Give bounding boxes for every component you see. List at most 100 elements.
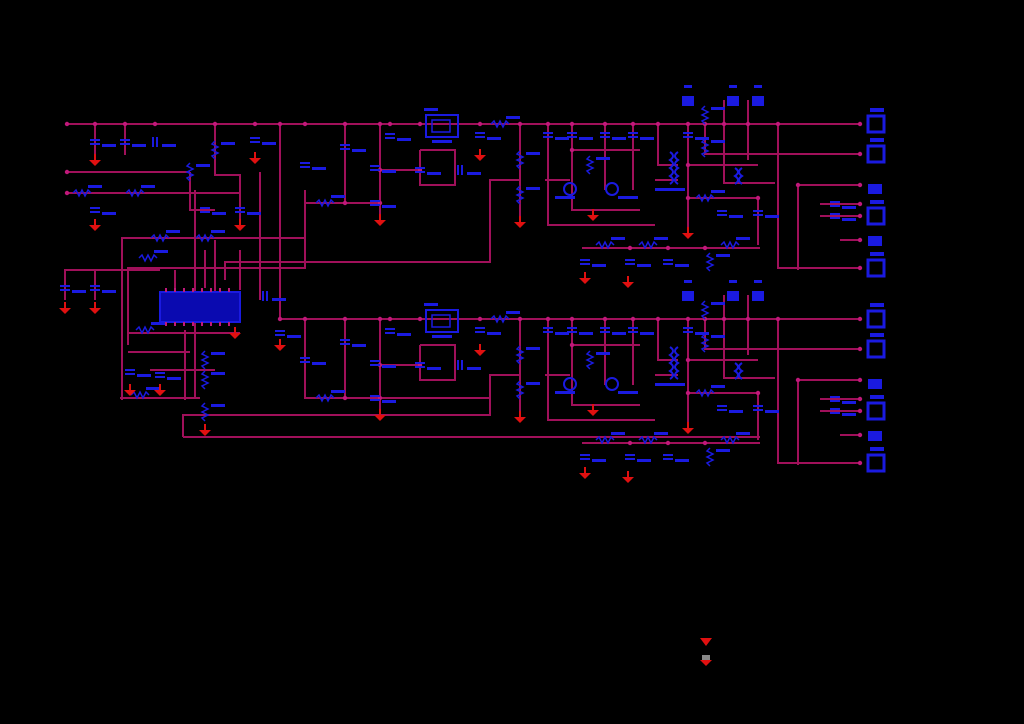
- wire: [214, 124, 241, 195]
- capacitor: [275, 334, 285, 336]
- capacitor: [830, 396, 840, 398]
- ground-symbol: [374, 220, 386, 226]
- connector-jack: [866, 339, 886, 359]
- wire: [121, 237, 305, 400]
- part-label-mark: [555, 391, 575, 394]
- capacitor: [300, 357, 310, 359]
- part-label-mark: [506, 116, 520, 119]
- part-label-mark: [675, 459, 689, 462]
- capacitor: [830, 205, 840, 207]
- ground-symbol: [514, 222, 526, 228]
- capacitor: [600, 132, 610, 134]
- capacitor: [385, 328, 395, 330]
- part-label-mark: [765, 410, 779, 413]
- capacitor: [625, 454, 635, 456]
- part-label-mark: [592, 264, 606, 267]
- junction-dot: [152, 121, 158, 127]
- resistor: [72, 188, 92, 198]
- wire: [419, 149, 456, 186]
- ground-symbol: [199, 430, 211, 436]
- resistor: [638, 240, 658, 250]
- resistor: [700, 300, 710, 320]
- capacitor: [543, 327, 553, 329]
- ground-symbol: [579, 278, 591, 284]
- part-label-mark: [555, 196, 575, 199]
- transistor: [563, 182, 577, 196]
- capacitor: [475, 132, 485, 134]
- junction-dot: [755, 390, 761, 396]
- test-pad: [727, 96, 739, 106]
- capacitor: [753, 405, 763, 407]
- capacitor: [717, 214, 727, 216]
- part-label-mark: [427, 172, 441, 175]
- ic-package: [431, 314, 451, 328]
- junction-dot: [569, 316, 575, 322]
- wire: [182, 374, 520, 437]
- capacitor: [415, 366, 425, 368]
- junction-dot: [342, 121, 348, 127]
- control-ic: [159, 291, 241, 323]
- part-label-mark: [352, 344, 366, 347]
- part-label-mark: [146, 387, 160, 390]
- ground-symbol: [682, 428, 694, 434]
- connector-jack: [866, 114, 886, 134]
- capacitor: [475, 136, 485, 138]
- capacitor: [580, 458, 590, 460]
- ground-symbol: [622, 477, 634, 483]
- ground-symbol: [474, 155, 486, 161]
- junction-dot: [602, 316, 608, 322]
- part-label-mark: [211, 230, 225, 233]
- capacitor: [717, 409, 727, 411]
- part-label-mark: [842, 206, 856, 209]
- capacitor: [567, 331, 577, 333]
- resistor: [720, 240, 740, 250]
- part-label-mark: [618, 196, 638, 199]
- junction-dot: [857, 408, 863, 414]
- junction-dot: [92, 121, 98, 127]
- junction-dot: [685, 162, 691, 168]
- wire: [657, 124, 678, 166]
- capacitor: [262, 291, 264, 301]
- capacitor: [663, 263, 673, 265]
- resistor: [695, 193, 715, 203]
- capacitor: [340, 144, 350, 146]
- part-label-mark: [397, 333, 411, 336]
- junction-dot: [857, 432, 863, 438]
- capacitor: [457, 360, 459, 370]
- capacitor: [90, 139, 100, 141]
- capacitor: [275, 330, 285, 332]
- junction-dot: [342, 395, 348, 401]
- ground-symbol: [474, 350, 486, 356]
- part-label-mark: [729, 410, 743, 413]
- part-label-mark: [526, 382, 540, 385]
- transformer-coil: [674, 346, 680, 380]
- part-label-mark: [729, 85, 737, 88]
- resistor: [638, 435, 658, 445]
- part-label-mark: [487, 137, 501, 140]
- part-label-mark: [247, 212, 261, 215]
- connector-layer: [866, 108, 886, 473]
- transformer-coil: [738, 167, 744, 185]
- part-label-mark: [675, 264, 689, 267]
- junction-dot: [775, 316, 781, 322]
- capacitor: [250, 141, 260, 143]
- capacitor: [300, 361, 310, 363]
- capacitor: [475, 331, 485, 333]
- part-label-mark: [870, 138, 884, 142]
- part-label-mark: [870, 333, 884, 337]
- part-label-mark: [72, 290, 86, 293]
- junction-dot: [721, 121, 727, 127]
- capacitor: [717, 405, 727, 407]
- resistor: [315, 198, 335, 208]
- capacitor: [370, 169, 380, 171]
- part-label-mark: [654, 237, 668, 240]
- capacitor: [683, 327, 693, 329]
- junction-dot: [630, 121, 636, 127]
- capacitor: [475, 327, 485, 329]
- capacitor: [580, 263, 590, 265]
- part-label-mark: [221, 142, 235, 145]
- resistor: [200, 370, 210, 390]
- ground-symbol: [274, 345, 286, 351]
- resistor: [585, 350, 595, 370]
